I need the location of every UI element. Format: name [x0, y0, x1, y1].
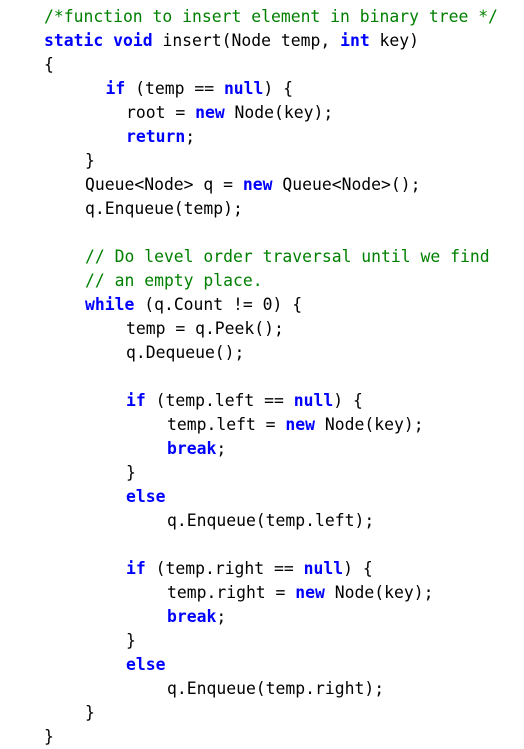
code-comment: /*function to insert element in binary t…: [44, 7, 498, 26]
code-line: else: [126, 653, 165, 677]
code-keyword: new: [242, 175, 273, 194]
code-line: if (temp == null) {: [106, 77, 294, 101]
code-keyword: null: [293, 391, 334, 410]
code-keyword: void: [113, 31, 153, 50]
code-line: temp = q.Peek();: [126, 317, 284, 341]
code-text: temp.left =: [167, 415, 286, 434]
code-text: temp = q.Peek();: [126, 319, 284, 338]
code-line: Queue<Node> q = new Queue<Node>();: [85, 173, 421, 197]
code-text: q.Enqueue(temp.right);: [167, 679, 385, 698]
code-keyword: else: [126, 487, 166, 506]
code-number: 0: [262, 295, 273, 314]
code-line: while (q.Count != 0) {: [85, 293, 302, 317]
code-keyword: break: [167, 439, 217, 458]
code-line: // Do level order traversal until we fin…: [85, 245, 490, 269]
code-keyword: new: [195, 103, 225, 122]
code-line: q.Enqueue(temp.right);: [167, 677, 384, 701]
code-text: q.Enqueue(temp.left);: [167, 511, 375, 530]
code-text: [103, 31, 113, 50]
code-text: key): [369, 31, 420, 50]
code-text: }: [126, 631, 136, 650]
code-text: root =: [126, 103, 196, 122]
code-line: return;: [126, 125, 195, 149]
code-line: else: [126, 485, 165, 509]
code-line: }: [126, 461, 136, 485]
code-keyword: break: [167, 607, 217, 626]
code-line: {: [44, 53, 54, 77]
code-text: ) {: [333, 391, 363, 410]
code-keyword: null: [223, 79, 264, 98]
code-line: }: [85, 149, 95, 173]
code-text: Queue<Node>();: [272, 175, 421, 194]
code-line: q.Enqueue(temp.left);: [167, 509, 374, 533]
code-keyword: if: [126, 391, 146, 410]
code-line: }: [126, 629, 136, 653]
code-line: temp.left = new Node(key);: [167, 413, 424, 437]
code-text: {: [44, 55, 54, 74]
code-text: ) {: [343, 559, 373, 578]
code-line: temp.right = new Node(key);: [167, 581, 433, 605]
code-line: // an empty place.: [85, 269, 263, 293]
code-keyword: new: [285, 415, 316, 434]
code-text: }: [85, 151, 95, 170]
code-text: q.Enqueue(temp);: [85, 199, 243, 218]
code-text: Node(key);: [315, 415, 424, 434]
code-text: }: [85, 703, 95, 722]
code-text: ;: [216, 607, 227, 626]
code-line: static void insert(Node temp, int key): [44, 29, 419, 53]
code-text: (temp.left ==: [145, 391, 294, 410]
code-line: if (temp.left == null) {: [126, 389, 363, 413]
code-text: Node(key);: [224, 103, 334, 122]
code-keyword: static: [44, 31, 104, 50]
code-line: q.Enqueue(temp);: [85, 197, 243, 221]
code-keyword: int: [340, 31, 370, 50]
code-line: /*function to insert element in binary t…: [44, 5, 498, 29]
code-comment: // an empty place.: [85, 271, 263, 290]
code-text: temp.right =: [167, 583, 296, 602]
code-text: (temp ==: [125, 79, 224, 98]
code-comment: // Do level order traversal until we fin…: [85, 247, 490, 266]
code-text: Node(key);: [324, 583, 434, 602]
code-keyword: else: [126, 655, 166, 674]
code-line: break;: [167, 437, 226, 461]
code-text: }: [126, 463, 136, 482]
code-keyword: null: [303, 559, 344, 578]
code-keyword: new: [295, 583, 325, 602]
code-line: if (temp.right == null) {: [126, 557, 373, 581]
code-text: Queue<Node> q =: [85, 175, 243, 194]
code-text: (q.Count !=: [134, 295, 263, 314]
code-line: }: [44, 725, 54, 749]
code-keyword: return: [126, 127, 186, 146]
code-keyword: if: [126, 559, 146, 578]
code-line: }: [85, 701, 95, 725]
code-line: q.Dequeue();: [126, 341, 244, 365]
code-text: ;: [185, 127, 196, 146]
code-text: ) {: [263, 79, 294, 98]
code-text: ) {: [272, 295, 303, 314]
code-text: }: [44, 727, 54, 746]
code-line: root = new Node(key);: [126, 101, 333, 125]
code-keyword: while: [85, 295, 135, 314]
code-text: (temp.right ==: [145, 559, 304, 578]
code-keyword: if: [105, 79, 126, 98]
code-text: ;: [216, 439, 227, 458]
code-line: break;: [167, 605, 226, 629]
code-text: q.Dequeue();: [126, 343, 245, 362]
code-text: insert(Node temp,: [152, 31, 341, 50]
